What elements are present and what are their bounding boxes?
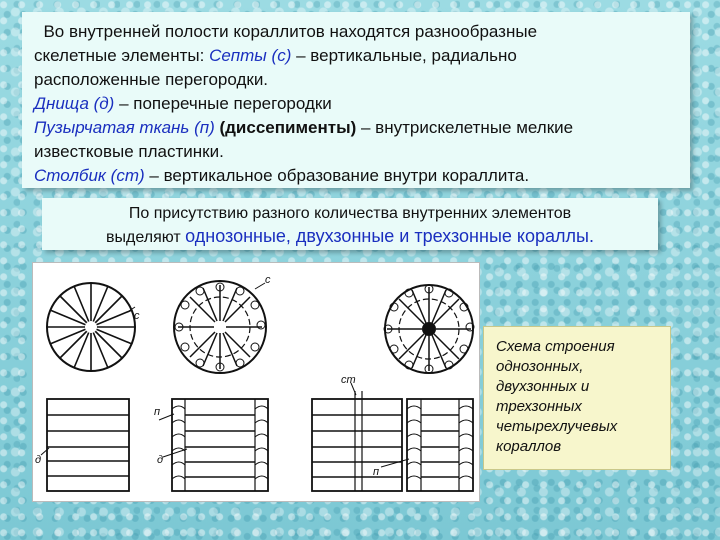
- one-zone-cross-section: с: [46, 282, 140, 372]
- right-longitudinal-section: [380, 398, 474, 492]
- dissepiments-line: Пузырчатая ткань (п) (диссепименты) – вн…: [34, 118, 574, 137]
- two-zone-cross-section: с: [173, 274, 271, 374]
- septa-line: скелетные элементы: Септы (с) – вертикал…: [34, 46, 517, 65]
- tabulae-line: Днища (д) – поперечные перегородки: [34, 94, 332, 113]
- coral-structure-figure: с: [32, 262, 480, 502]
- figure-caption: Схема строения однозонных, двухзонных и …: [483, 326, 671, 470]
- two-zone-longitudinal-section: [158, 398, 269, 492]
- term-septa: Септы (с): [209, 46, 292, 65]
- dissepiments-line-cont: известковые пластинки.: [34, 142, 224, 161]
- caption-line: Схема строения: [496, 338, 615, 355]
- caption-line: четырехлучевых: [496, 418, 618, 435]
- term-dissepiments: Пузырчатая ткань (п): [34, 118, 215, 137]
- label-c2: с: [265, 274, 271, 286]
- septa-line-cont: расположенные перегородки.: [34, 70, 269, 89]
- caption-line: однозонных,: [496, 358, 584, 375]
- label-d2: д: [157, 454, 163, 466]
- coral-diagram: с: [35, 274, 475, 492]
- zone-types: однозонные, двухзонные и трехзонные кора…: [185, 226, 594, 246]
- term-columella: Столбик (ст): [34, 166, 145, 185]
- classification-box: По присутствию разного количества внутре…: [42, 198, 658, 250]
- classification-line1: По присутствию разного количества внутре…: [128, 205, 572, 222]
- three-zone-cross-section: [383, 284, 475, 374]
- intro-line: Во внутренней полости кораллитов находят…: [43, 22, 538, 41]
- one-zone-longitudinal-section: [40, 398, 130, 492]
- classification-line2: выделяют однозонные, двухзонные и трехзо…: [106, 226, 594, 246]
- columella-line: Столбик (ст) – вертикальное образование …: [34, 166, 530, 185]
- label-ct: ст: [341, 374, 356, 386]
- definitions-box: Во внутренней полости кораллитов находят…: [22, 12, 690, 188]
- label-c1: с: [134, 310, 140, 322]
- label-d1: д: [35, 454, 41, 466]
- label-p1: п: [154, 406, 160, 418]
- caption-line: двухзонных и: [496, 378, 590, 395]
- three-zone-longitudinal-section: [311, 382, 403, 492]
- caption-line: трехзонных: [496, 398, 582, 415]
- term-tabulae: Днища (д): [34, 94, 115, 113]
- label-p2: п: [373, 466, 379, 478]
- caption-line: кораллов: [496, 438, 562, 455]
